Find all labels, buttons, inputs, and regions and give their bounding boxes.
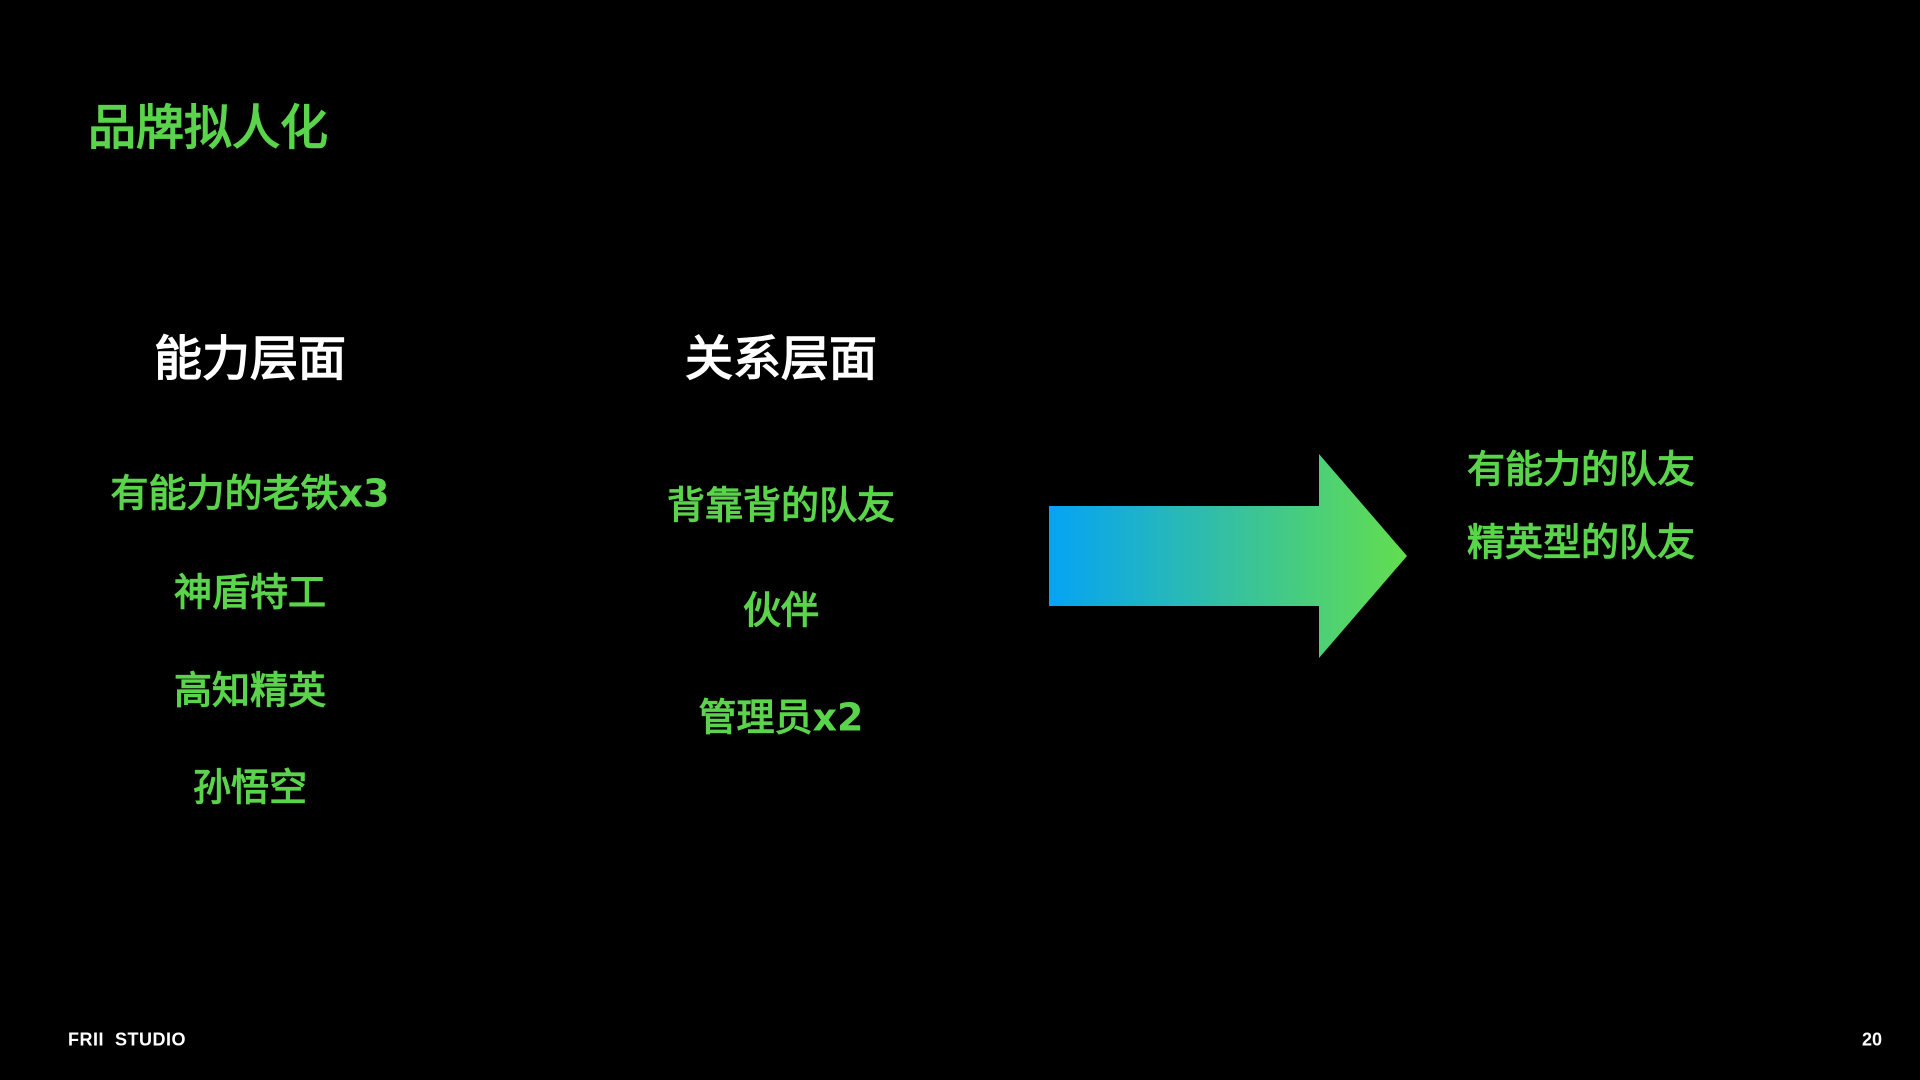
list-item: 高知精英 — [173, 668, 327, 713]
arrow-right-icon — [1049, 454, 1407, 658]
column-header-relationship: 关系层面 — [684, 331, 878, 387]
column-header-ability: 能力层面 — [153, 331, 347, 387]
list-item: 有能力的老铁x3 — [110, 471, 390, 516]
slide-title: 品牌拟人化 — [88, 100, 329, 156]
result-text: 精英型的队友 — [1467, 520, 1696, 565]
result-text: 有能力的队友 — [1467, 447, 1696, 492]
page-number: 20 — [1861, 1029, 1882, 1050]
list-item: 伙伴 — [742, 588, 820, 633]
list-item: 背靠背的队友 — [666, 483, 896, 528]
footer-brand: FRII STUDIO — [68, 1029, 186, 1050]
list-item: 孙悟空 — [192, 765, 308, 810]
list-item: 神盾特工 — [173, 570, 327, 615]
list-item: 管理员x2 — [698, 695, 864, 740]
